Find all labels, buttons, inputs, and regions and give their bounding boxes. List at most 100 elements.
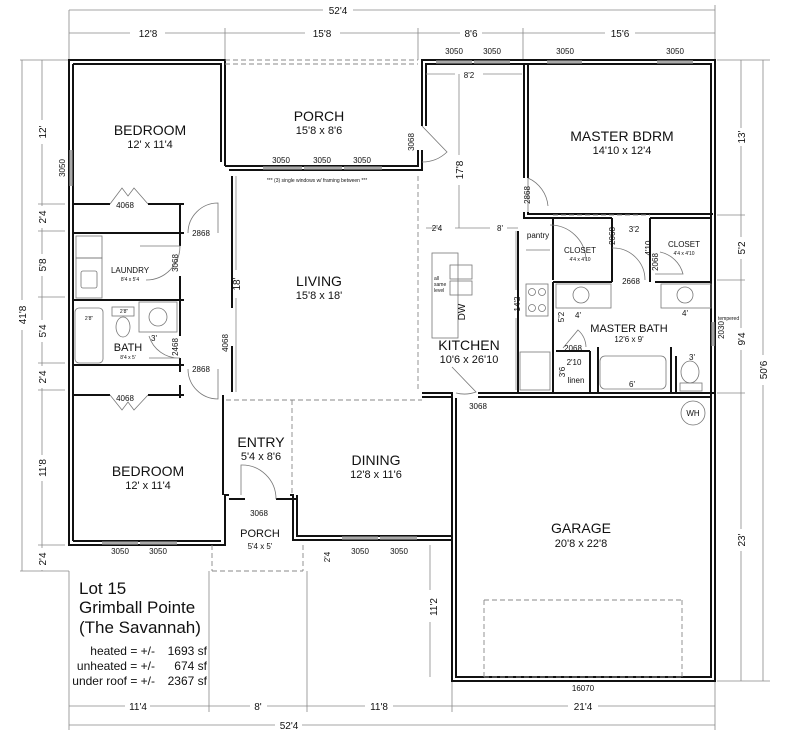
svg-text:3050: 3050 — [353, 156, 371, 165]
door-2868-upper — [187, 202, 219, 234]
svg-text:15'8 x 8'6: 15'8 x 8'6 — [296, 125, 342, 137]
svg-text:3': 3' — [689, 353, 695, 362]
svg-text:8': 8' — [497, 224, 503, 233]
dim-bottom-seg-3: 11'8 — [370, 702, 388, 713]
top-dimensions: 52'4 12'8 15'8 8'6 15'6 — [68, 5, 716, 60]
pantry-label: pantry — [527, 231, 549, 240]
svg-text:2'4: 2'4 — [323, 551, 332, 562]
svg-text:20'8 x 22'8: 20'8 x 22'8 — [555, 538, 608, 550]
lot-number: Lot 15 — [79, 579, 126, 598]
interior-dimension-lines — [235, 73, 522, 677]
svg-text:3050: 3050 — [483, 47, 501, 56]
svg-text:4068: 4068 — [221, 334, 230, 352]
door-2068-closet-right — [655, 251, 684, 275]
svg-text:3068: 3068 — [407, 133, 416, 151]
title-block: Lot 15 Grimball Pointe (The Savannah) he… — [72, 579, 207, 688]
svg-text:2068: 2068 — [564, 344, 582, 353]
dim-left-seg-6: 11'8 — [38, 459, 49, 477]
svg-text:4068: 4068 — [116, 201, 134, 210]
sink — [148, 307, 168, 327]
toilet-tank — [111, 306, 135, 317]
model-name: (The Savannah) — [79, 618, 201, 637]
svg-text:2868: 2868 — [523, 186, 532, 204]
svg-text:4'4 x 4'10: 4'4 x 4'10 — [569, 257, 590, 263]
room-closet-left: CLOSET — [564, 246, 596, 255]
water-heater-label: WH — [686, 409, 700, 418]
svg-text:15'8 x 18': 15'8 x 18' — [296, 290, 342, 302]
door-4068-bifold-top — [109, 187, 149, 205]
door-2868-master — [527, 177, 549, 212]
svg-text:4'4 x 4'10: 4'4 x 4'10 — [673, 251, 694, 257]
dim-left-seg-7: 2'4 — [38, 552, 49, 565]
dim-right-overall: 50'6 — [759, 360, 770, 379]
svg-text:3050: 3050 — [390, 547, 408, 556]
svg-text:3'2: 3'2 — [629, 225, 640, 234]
dashed-lines — [211, 59, 683, 678]
dim-right-seg-2: 5'2 — [737, 241, 748, 254]
dim-top-seg-4: 15'6 — [611, 29, 630, 40]
tempered-label: tempered — [718, 316, 739, 322]
dim-bottom-seg-4: 21'4 — [574, 702, 593, 713]
door-4068-bifold-bottom — [109, 394, 149, 411]
svg-text:2668: 2668 — [622, 277, 640, 286]
room-closet-right: CLOSET — [668, 240, 700, 249]
svg-text:14'10 x 12'4: 14'10 x 12'4 — [593, 145, 652, 157]
svg-text:17'8: 17'8 — [455, 160, 466, 179]
linen-label: linen — [568, 376, 585, 385]
interior-dimension-labels: 8'2 17'8 18' 2'4 8' 14'2 3'2 4'10 4' 4' … — [85, 71, 696, 616]
door-2868-lower — [187, 368, 219, 400]
room-master-bdrm: MASTER BDRM — [570, 128, 673, 144]
door-3068-laundry — [140, 245, 181, 281]
svg-text:14'2: 14'2 — [513, 296, 522, 311]
dim-top-overall: 52'4 — [329, 6, 348, 17]
door-2468-bath — [148, 335, 181, 359]
svg-text:8'2: 8'2 — [464, 71, 475, 80]
opening-labels: 3050 3050 3050 3050 3050 3050 3050 3050 … — [58, 47, 726, 693]
bathtub — [74, 307, 104, 364]
dim-right-seg-1: 13' — [737, 130, 748, 143]
room-master-bath: MASTER BATH — [590, 323, 667, 335]
svg-text:4': 4' — [575, 311, 581, 320]
windows — [69, 60, 715, 545]
svg-text:3050: 3050 — [58, 159, 67, 177]
svg-text:2468: 2468 — [171, 338, 180, 356]
dryer — [75, 257, 103, 299]
refrigerator — [519, 351, 551, 391]
dim-top-seg-2: 15'8 — [313, 29, 332, 40]
svg-text:same: same — [434, 282, 446, 288]
area-under-roof-value: 2367 sf — [168, 674, 208, 688]
svg-text:12'6 x 9': 12'6 x 9' — [614, 335, 644, 344]
door-2068-linen — [562, 329, 587, 349]
left-segment-ticks — [38, 203, 65, 546]
room-porch-rear: PORCH — [294, 108, 345, 124]
svg-text:2068: 2068 — [651, 253, 660, 271]
svg-text:5'4 x 8'6: 5'4 x 8'6 — [241, 451, 281, 463]
area-heated-value: 1693 sf — [168, 644, 208, 658]
area-heated-label: heated = +/- — [90, 644, 155, 658]
svg-text:16070: 16070 — [572, 684, 595, 693]
kitchen-sink-bottom — [449, 280, 473, 296]
svg-text:18': 18' — [232, 277, 243, 290]
left-dimensions: 41'8 12' 2'4 5'8 5'4 2'4 11'8 2'4 — [18, 59, 69, 572]
room-dining: DINING — [352, 452, 401, 468]
dim-bottom-seg-1: 11'4 — [129, 702, 147, 713]
svg-text:3068: 3068 — [171, 254, 180, 272]
door-3068-garage — [451, 366, 477, 395]
doors — [109, 125, 684, 500]
dim-bottom-overall: 52'4 — [280, 721, 299, 732]
svg-text:4'10: 4'10 — [644, 240, 653, 255]
master-toilet — [680, 360, 700, 384]
dim-top-seg-3: 8'6 — [464, 29, 477, 40]
vanity-left — [555, 283, 612, 309]
room-entry: ENTRY — [237, 434, 285, 450]
svg-text:3050: 3050 — [445, 47, 463, 56]
area-unheated-label: unheated = +/- — [77, 659, 155, 673]
svg-text:8'4 x 5': 8'4 x 5' — [120, 355, 136, 361]
bottom-dimensions: 11'4 8' 11'8 21'4 52'4 — [68, 571, 716, 732]
dim-left-seg-1: 12' — [38, 125, 49, 138]
area-under-roof-label: under roof = +/- — [72, 674, 155, 688]
area-unheated-value: 674 sf — [174, 659, 207, 673]
room-bath: BATH — [114, 342, 143, 354]
svg-text:2868: 2868 — [192, 229, 210, 238]
